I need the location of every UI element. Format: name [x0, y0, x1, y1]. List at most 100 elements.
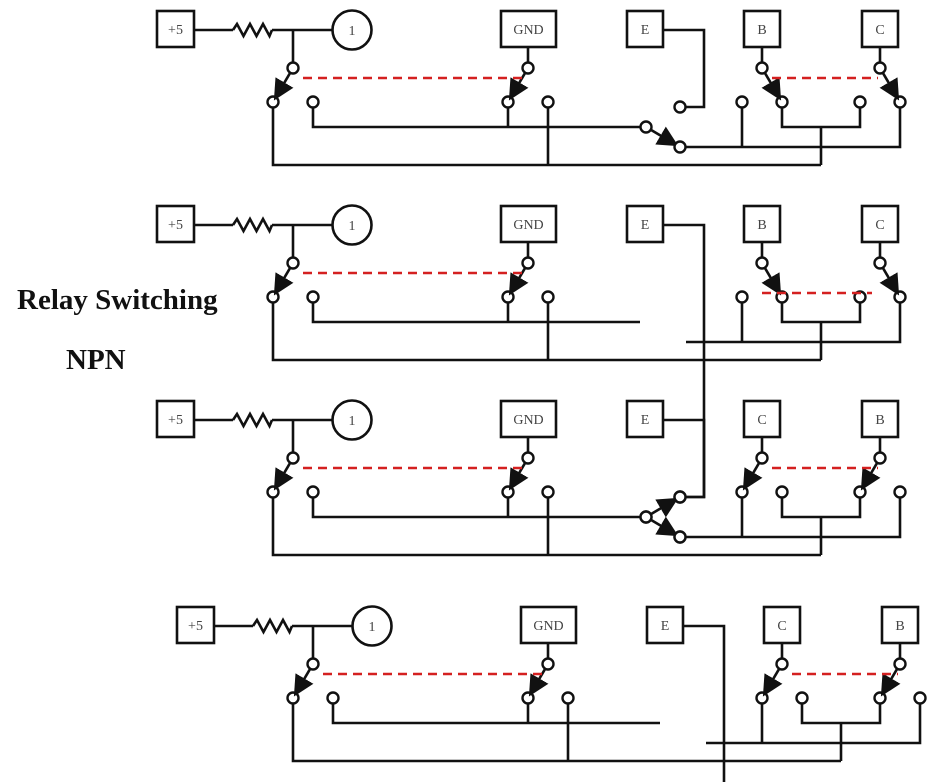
left-relay-lever — [293, 667, 314, 697]
bottom-bus — [271, 303, 821, 362]
right-relay-2-lever — [879, 266, 900, 296]
middle-switch-upper — [673, 490, 687, 504]
output-bus — [686, 303, 902, 344]
gnd-relay-lever — [508, 71, 529, 101]
middle-switch-lever — [649, 497, 679, 518]
gnd-relay-common — [541, 657, 555, 671]
right-terminal-2-label: C — [875, 218, 884, 233]
gnd-relay-nc — [521, 691, 535, 705]
bottom-bus — [291, 704, 841, 763]
left-relay-common — [286, 451, 300, 465]
right-terminal-1-label: B — [757, 23, 766, 38]
right-terminal-2-label: B — [875, 413, 884, 428]
emitter-terminal-label: E — [641, 23, 650, 38]
right-terminal-1-label: C — [757, 413, 766, 428]
supply-terminal-label: +5 — [168, 23, 183, 38]
gnd-relay-nc — [501, 290, 515, 304]
node-1: 1 — [351, 605, 393, 647]
node-label: 1 — [349, 219, 356, 234]
ground-terminal-label: GND — [533, 619, 563, 634]
right-relay-1-nc — [735, 290, 749, 304]
node-label: 1 — [349, 24, 356, 39]
supply-terminal: +5 — [155, 9, 196, 49]
right-relay-1-lever — [761, 266, 782, 296]
right-relay-2-no — [893, 95, 907, 109]
left-relay-common — [306, 657, 320, 671]
resistor-icon — [251, 617, 294, 636]
supply-terminal: +5 — [155, 399, 196, 439]
output-bus — [686, 108, 902, 149]
right-terminal-1: C — [762, 605, 802, 645]
right-relay-1-lever — [761, 71, 782, 101]
right-relay-2-lever — [879, 71, 900, 101]
supply-terminal-box — [155, 204, 196, 244]
node-label: 1 — [369, 620, 376, 635]
gnd-relay-no — [541, 290, 555, 304]
cross-bus — [780, 303, 862, 324]
resistor-icon — [231, 21, 274, 40]
left-relay-lever — [273, 266, 294, 296]
gnd-relay-common — [521, 61, 535, 75]
node-1: 1 — [331, 204, 373, 246]
node-1: 1 — [331, 399, 373, 441]
supply-terminal-box — [155, 9, 196, 49]
resistor-icon — [231, 216, 274, 235]
right-relay-2-common — [893, 657, 907, 671]
ground-terminal: GND — [499, 204, 558, 244]
supply-terminal-label: +5 — [168, 413, 183, 428]
right-terminal-2-box — [880, 605, 920, 645]
right-relay-1-nc — [735, 485, 749, 499]
right-terminal-1-box — [742, 399, 782, 439]
ground-terminal-box — [499, 204, 558, 244]
left-relay-lever — [273, 461, 294, 491]
ground-terminal-label: GND — [513, 413, 543, 428]
right-terminal-2-box — [860, 204, 900, 244]
right-terminal-1-label: C — [777, 619, 786, 634]
left-relay-no — [326, 691, 340, 705]
right-terminal-1: B — [742, 204, 782, 244]
bottom-bus — [271, 108, 821, 167]
right-relay-1-no — [795, 691, 809, 705]
right-terminal-2: C — [860, 9, 900, 49]
left-relay-no — [306, 290, 320, 304]
ground-terminal: GND — [519, 605, 578, 645]
gnd-relay-no — [541, 95, 555, 109]
right-relay-2-nc — [873, 691, 887, 705]
left-relay-lever — [273, 71, 294, 101]
right-relay-2-no — [893, 485, 907, 499]
emitter-wire — [663, 418, 706, 499]
supply-terminal: +5 — [155, 204, 196, 244]
right-relay-2-lever — [860, 461, 881, 491]
gnd-relay-lever — [528, 667, 549, 697]
gnd-relay-nc — [501, 95, 515, 109]
node-circle — [351, 605, 393, 647]
right-terminal-2-label: B — [895, 619, 904, 634]
right-relay-1-common — [755, 451, 769, 465]
emitter-terminal: E — [625, 204, 665, 244]
left-relay-nc — [266, 95, 280, 109]
right-relay-1-common — [755, 256, 769, 270]
resistor-icon — [231, 411, 274, 430]
middle-bus — [311, 303, 640, 324]
emitter-terminal-label: E — [661, 619, 670, 634]
right-terminal-2: B — [880, 605, 920, 645]
right-relay-2-nc — [853, 485, 867, 499]
ground-terminal: GND — [499, 9, 558, 49]
gnd-relay-no — [561, 691, 575, 705]
supply-terminal-label: +5 — [168, 218, 183, 233]
right-relay-1-nc — [755, 691, 769, 705]
node-label: 1 — [349, 414, 356, 429]
right-terminal-1: C — [742, 399, 782, 439]
left-relay-no — [306, 485, 320, 499]
circuit-1: +5 1 GND E B C — [155, 9, 907, 167]
middle-switch-lever — [649, 516, 679, 537]
right-terminal-1-label: B — [757, 218, 766, 233]
ground-terminal-label: GND — [513, 23, 543, 38]
ground-terminal-box — [519, 605, 578, 645]
right-terminal-2: C — [860, 204, 900, 244]
emitter-wire — [683, 624, 726, 782]
emitter-terminal: E — [625, 9, 665, 49]
ground-terminal-label: GND — [513, 218, 543, 233]
